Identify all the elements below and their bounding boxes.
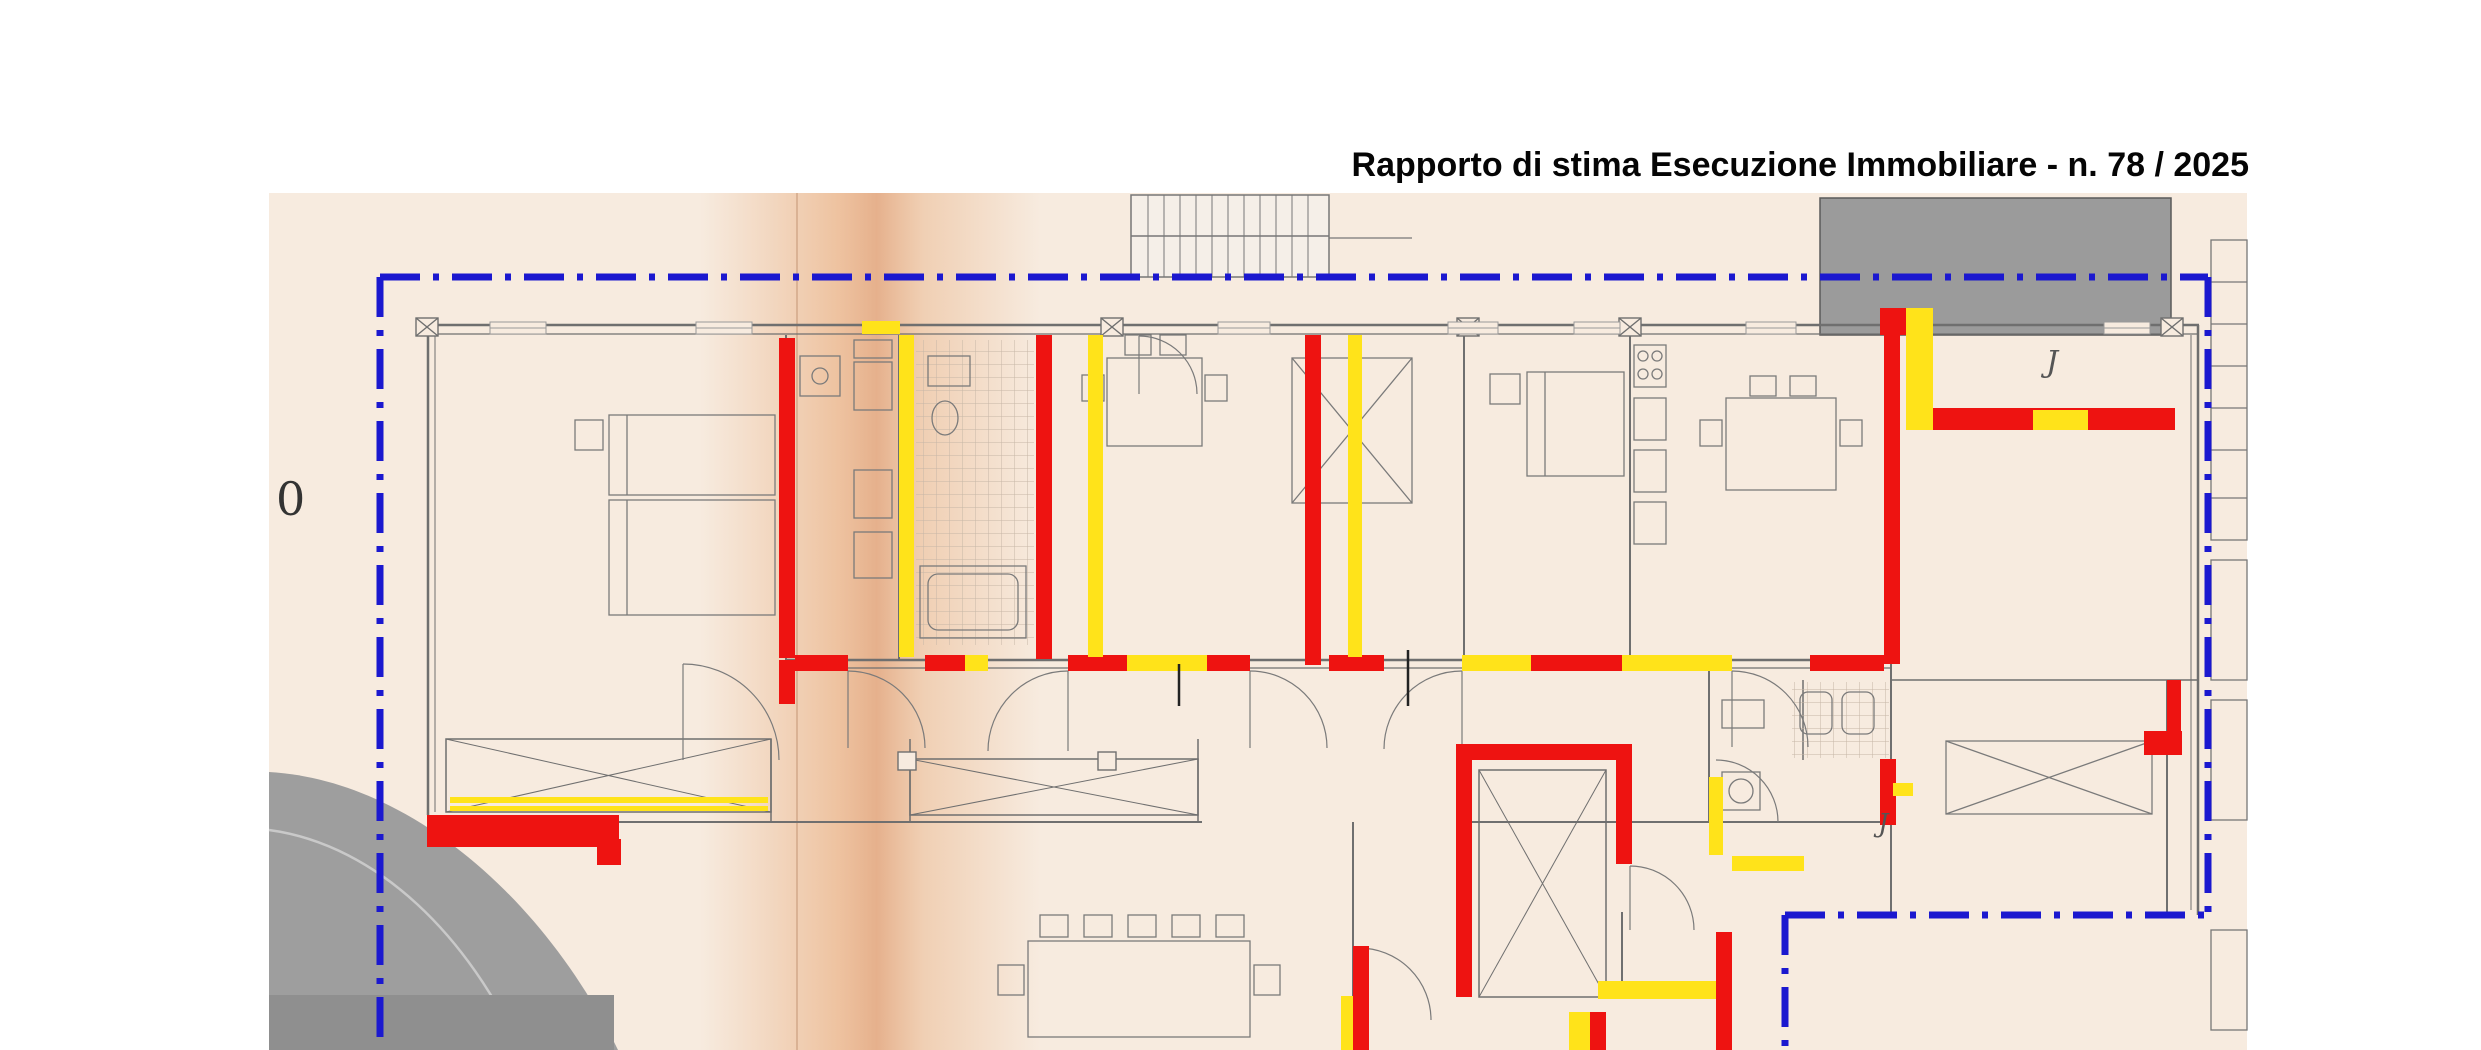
walls-red-highlight xyxy=(427,308,2182,1050)
tiled-floors xyxy=(916,340,1889,758)
scale-label: 0 xyxy=(276,472,305,526)
facade-windows xyxy=(489,321,2151,335)
gray-area-bottom-left xyxy=(269,772,618,1050)
balcony-center xyxy=(909,758,1199,816)
handwritten-mark-2: J xyxy=(1873,809,1890,839)
walls-yellow-highlight xyxy=(450,308,2088,1050)
report-title: Rapporto di stima Esecuzione Immobiliare… xyxy=(1351,146,2249,184)
bed-box-right xyxy=(1945,740,2153,815)
furniture xyxy=(574,334,2153,1038)
gray-areas xyxy=(268,197,2172,1050)
staircase xyxy=(1130,194,1412,278)
shaft-box xyxy=(1478,769,1607,998)
section-ticks xyxy=(1177,650,1410,706)
doors xyxy=(682,335,1809,1021)
gray-area-top-right xyxy=(1819,197,2172,336)
property-boundary-blue xyxy=(376,273,2212,1050)
